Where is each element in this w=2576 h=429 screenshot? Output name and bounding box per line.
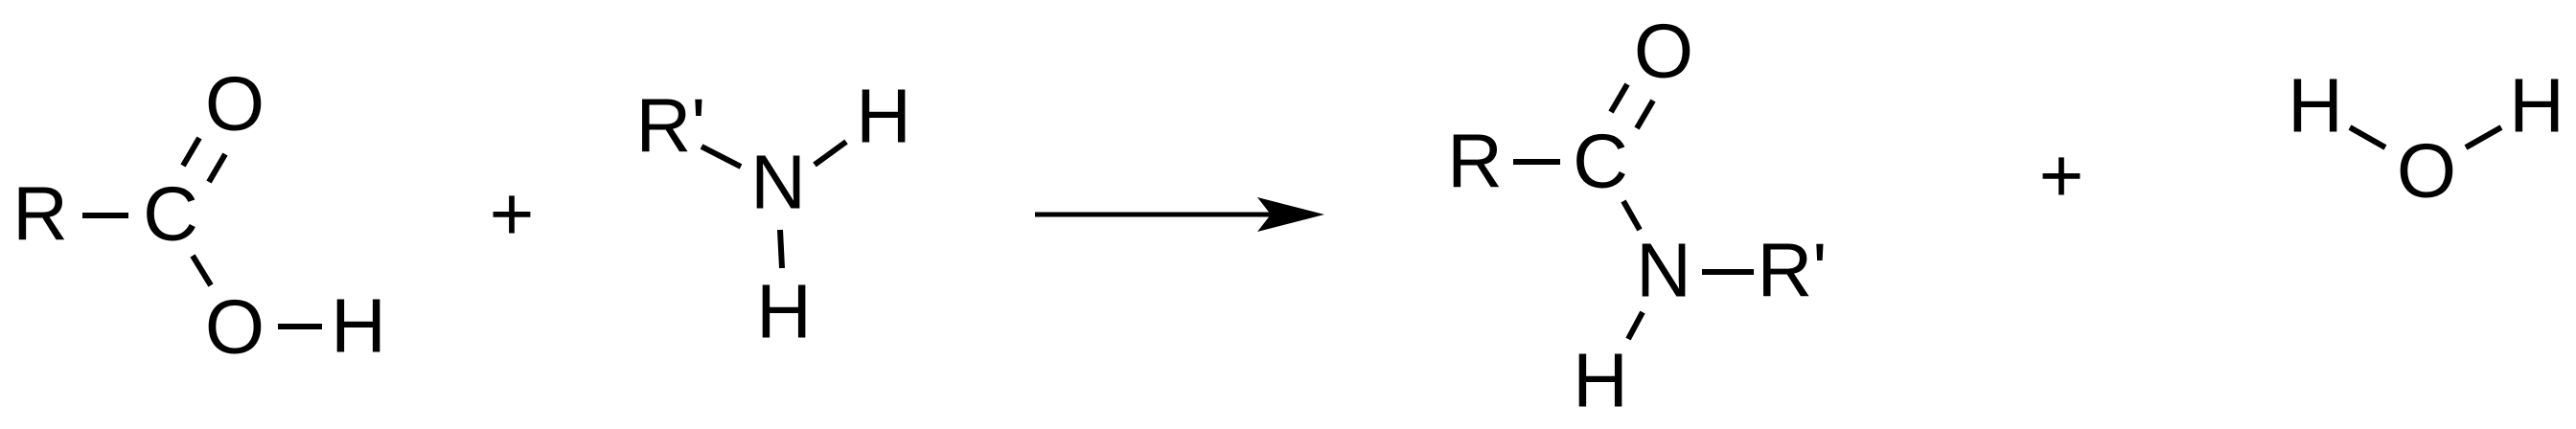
amide-c-o-double-bond-a: [1608, 82, 1630, 114]
water-o-h-bond-right: [2464, 124, 2503, 150]
carboxylic-acid: R C O O H: [12, 61, 386, 370]
acid-r-group: R: [12, 171, 68, 257]
acid-c-o-double-bond-a: [180, 136, 202, 168]
amide-r-group-n: R': [1757, 228, 1827, 313]
acid-carbon: C: [143, 171, 198, 257]
acid-c-oh-bond: [190, 254, 214, 287]
acid-hydroxyl-oxygen: O: [205, 284, 264, 370]
water-hydrogen-left: H: [2288, 63, 2343, 148]
amide-c-n-bond: [1621, 199, 1643, 232]
acid-hydroxyl-hydrogen: H: [331, 283, 386, 369]
water-oxygen: O: [2397, 128, 2456, 214]
plus-sign-2: +: [2039, 133, 2084, 218]
acid-c-o-double-bond-b: [206, 152, 228, 184]
amine-nitrogen: N: [750, 140, 806, 225]
amine-hydrogen-bottom: H: [756, 269, 812, 354]
plus-sign-1: +: [490, 171, 535, 257]
amine-r-n-bond: [700, 144, 743, 169]
amide-nitrogen: N: [1636, 228, 1691, 313]
amine-r-group: R': [635, 83, 705, 169]
water-h-o-bond-left: [2348, 124, 2387, 150]
amide-c-o-double-bond-b: [1634, 99, 1656, 130]
acid-carbonyl-oxygen: O: [205, 61, 264, 147]
reaction-arrow: [1035, 197, 1324, 232]
amide-n-h-bond: [1625, 310, 1645, 341]
amide-r-group: R: [1447, 119, 1503, 204]
water: H O H: [2288, 63, 2564, 214]
amide: R C O N R' H: [1447, 9, 1827, 423]
water-hydrogen-right: H: [2509, 63, 2564, 148]
arrow-head-icon: [1257, 197, 1324, 232]
amide-hydrogen: H: [1573, 338, 1628, 423]
amine-n-h-bond: [813, 139, 848, 168]
amine: R' N H H: [635, 74, 910, 354]
amide-carbon: C: [1573, 119, 1628, 204]
amine-n-h-bottom-bond: [777, 229, 785, 269]
amine-hydrogen-right: H: [856, 74, 911, 159]
amide-oxygen: O: [1634, 9, 1693, 94]
